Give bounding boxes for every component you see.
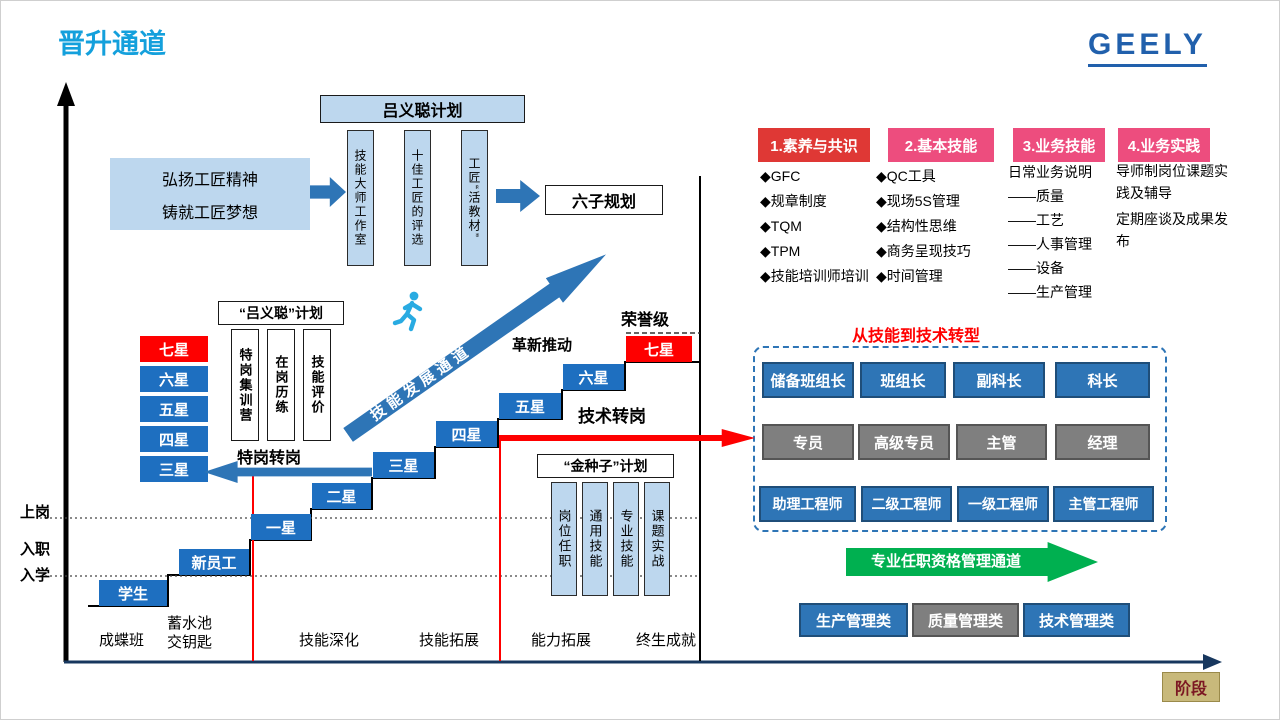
seed-item-2: 通用技能 xyxy=(582,482,608,596)
slogan-line1: 弘扬工匠精神 xyxy=(161,171,258,189)
list-item: ◆现场5S管理 xyxy=(876,193,960,209)
list-item: ◆QC工具 xyxy=(876,168,936,184)
page-title: 晋升通道 xyxy=(58,29,166,59)
grid-cell: 助理工程师 xyxy=(759,486,856,522)
left-stack-star: 七星 xyxy=(140,336,208,362)
list-item: ◆TPM xyxy=(760,243,801,259)
list-item: ◆商务呈现技巧 xyxy=(876,243,971,259)
lyc2-item-1: 特岗集训营 xyxy=(231,329,259,441)
seed-plan-title: “金种子”计划 xyxy=(537,454,674,478)
column-header-4: 4.业务实践 xyxy=(1118,128,1210,162)
tech-transfer-arrow xyxy=(499,429,755,447)
lyc2-item-2: 在岗历练 xyxy=(267,329,295,441)
grid-cell: 科长 xyxy=(1055,362,1150,398)
left-stack-star: 四星 xyxy=(140,426,208,452)
lyc-plan-title: 吕义聪计划 xyxy=(320,95,525,123)
category-box-quality: 质量管理类 xyxy=(912,603,1019,637)
stair-step-3star: 三星 xyxy=(373,452,434,478)
skill-channel-arrow: 技能发展通道 xyxy=(339,242,614,447)
column-list-1: ◆GFC ◆规章制度 ◆TQM ◆TPM ◆技能培训师培训 xyxy=(760,164,878,289)
phase-label: 成蝶班 xyxy=(99,632,145,649)
y-axis-arrowhead xyxy=(57,82,75,106)
seed-item-4: 课题实战 xyxy=(644,482,670,596)
arrow-right-icon xyxy=(496,180,540,212)
grid-cell: 班组长 xyxy=(860,362,946,398)
category-box-production: 生产管理类 xyxy=(799,603,908,637)
list-item: ◆结构性思维 xyxy=(876,218,957,234)
stair-step-4star: 四星 xyxy=(436,421,497,447)
list-item: ◆TQM xyxy=(760,218,802,234)
column-header-3: 3.业务技能 xyxy=(1013,128,1105,162)
list-item: ◆技能培训师培训 xyxy=(760,268,869,284)
column-list-3: 日常业务说明 ——质量 ——工艺 ——人事管理 ——设备 ——生产管理 xyxy=(1008,160,1118,304)
list-item: ——人事管理 xyxy=(1008,236,1092,252)
grid-cell: 主管工程师 xyxy=(1053,486,1154,522)
grid-cell: 专员 xyxy=(762,424,854,460)
column-list-2: ◆QC工具 ◆现场5S管理 ◆结构性思维 ◆商务呈现技巧 ◆时间管理 xyxy=(876,164,1004,289)
list-item: 日常业务说明 xyxy=(1008,164,1092,180)
stair-step-5star: 五星 xyxy=(499,393,561,419)
stair-step-6star: 六星 xyxy=(563,364,624,390)
slogan-box: 弘扬工匠精神 铸就工匠梦想 xyxy=(110,158,310,230)
seed-item-3: 专业技能 xyxy=(613,482,639,596)
grid-cell: 经理 xyxy=(1055,424,1150,460)
slogan-line2: 铸就工匠梦想 xyxy=(161,204,258,222)
column-header-2: 2.基本技能 xyxy=(888,128,994,162)
column-header-1: 1.素养与共识 xyxy=(758,128,870,162)
lyc-plan-item-1: 技能大师工作室 xyxy=(347,130,374,266)
x-axis-arrowhead xyxy=(1203,654,1222,670)
stair-step-newhire: 新员工 xyxy=(179,549,249,575)
stair-step-7star: 七星 xyxy=(626,336,692,362)
y-label-hired: 入职 xyxy=(20,541,51,558)
grid-cell: 储备班组长 xyxy=(762,362,854,398)
grid-cell: 高级专员 xyxy=(858,424,950,460)
transform-dashed-frame xyxy=(753,346,1167,532)
lyc-plan-item-2: 十佳工匠的评选 xyxy=(404,130,431,266)
grid-cell: 主管 xyxy=(956,424,1047,460)
lyc2-item-3: 技能评价 xyxy=(303,329,331,441)
phase-label: 终生成就 xyxy=(636,632,697,649)
special-transfer-label: 特岗转岗 xyxy=(237,450,302,467)
geely-logo: GEELY xyxy=(1088,28,1207,67)
stair-step-1star: 一星 xyxy=(251,514,311,540)
left-stack-star: 六星 xyxy=(140,366,208,392)
six-plan-box: 六子规划 xyxy=(545,185,663,215)
y-label-onboard: 上岗 xyxy=(20,504,51,521)
list-item: ——生产管理 xyxy=(1008,284,1092,300)
list-item: ——质量 xyxy=(1008,188,1064,204)
tech-transfer-label: 技术转岗 xyxy=(578,407,646,426)
list-item: ◆GFC xyxy=(760,168,801,184)
grid-cell: 副科长 xyxy=(953,362,1045,398)
y-label-enroll: 入学 xyxy=(20,567,51,584)
grid-cell: 一级工程师 xyxy=(957,486,1049,522)
lyc2-plan-title: “吕义聪”计划 xyxy=(218,301,344,325)
list-item: 导师制岗位课题实践及辅导 xyxy=(1116,163,1228,201)
list-item: 定期座谈及成果发布 xyxy=(1116,211,1228,249)
seed-item-1: 岗位任职 xyxy=(551,482,577,596)
lyc-plan-item-3: 工匠“活教材” xyxy=(461,130,488,266)
qualification-channel-arrow: 专业任职资格管理通道 xyxy=(846,542,1098,582)
column-list-4: 导师制岗位课题实践及辅导 定期座谈及成果发布 xyxy=(1116,160,1234,252)
honor-level-label: 荣誉级 xyxy=(621,312,670,329)
stair-step-student: 学生 xyxy=(99,580,167,606)
phase-label: 技能拓展 xyxy=(419,632,480,649)
runner-icon xyxy=(392,291,423,332)
transform-title: 从技能到技术转型 xyxy=(852,328,981,345)
list-item: ◆时间管理 xyxy=(876,268,943,284)
phase-label: 技能深化 xyxy=(299,632,360,649)
list-item: ——设备 xyxy=(1008,260,1064,276)
grid-cell: 二级工程师 xyxy=(861,486,952,522)
list-item: ◆规章制度 xyxy=(760,193,827,209)
phase-label: 蓄水池 交钥匙 xyxy=(167,615,213,651)
innovation-label: 革新推动 xyxy=(512,337,573,354)
stair-step-2star: 二星 xyxy=(312,483,371,509)
left-stack-star: 五星 xyxy=(140,396,208,422)
list-item: ——工艺 xyxy=(1008,212,1064,228)
left-stack-star: 三星 xyxy=(140,456,208,482)
category-box-technical: 技术管理类 xyxy=(1023,603,1130,637)
arrow-right-icon xyxy=(310,177,346,207)
phase-label: 能力拓展 xyxy=(531,632,592,649)
stage-label: 阶段 xyxy=(1162,672,1220,702)
